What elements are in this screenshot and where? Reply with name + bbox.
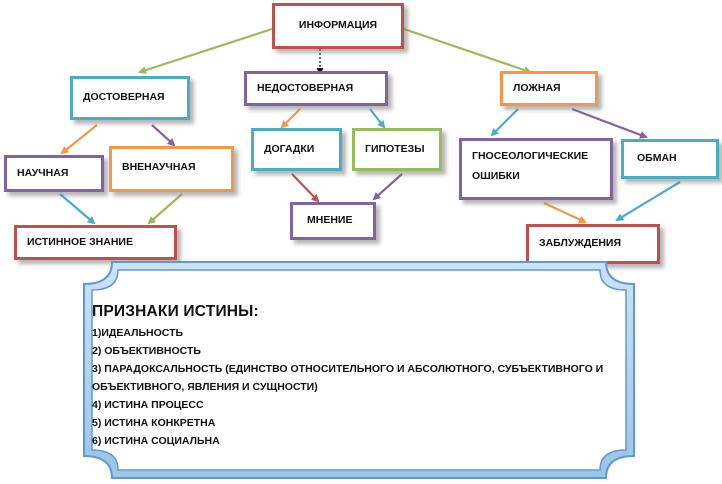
node-scientific: НАУЧНАЯ — [4, 155, 104, 192]
arrow-false-deception — [571, 107, 648, 139]
arrow-hypotheses-opinion — [372, 173, 403, 201]
arrow-information-reliable — [138, 27, 273, 74]
arrow-unreliable-hypotheses — [369, 108, 386, 129]
sign-item-4: 4) ИСТИНА ПРОЦЕСС — [92, 399, 204, 411]
node-opinion: МНЕНИЕ — [290, 202, 376, 240]
sign-item-5: 5) ИСТИНА КОНКРЕТНА — [92, 417, 216, 429]
arrow-unreliable-guesses — [280, 108, 301, 129]
node-unreliable: НЕДОСТОВЕРНАЯ — [244, 71, 388, 106]
sign-item-2: 2) ОБЪЕКТИВНОСТЬ — [92, 345, 201, 357]
node-information: ИНФОРМАЦИЯ — [272, 3, 404, 49]
arrow-nonscientific-true — [147, 193, 183, 225]
node-true-knowledge: ИСТИННОЕ ЗНАНИЕ — [14, 225, 177, 260]
node-hypotheses: ГИПОТЕЗЫ — [352, 128, 442, 171]
node-gnoseological: ГНОСЕОЛОГИЧЕСКИЕ ОШИБКИ — [459, 138, 613, 200]
node-gnoseological-label: ГНОСЕОЛОГИЧЕСКИЕ ОШИБКИ — [472, 150, 589, 182]
node-unreliable-label: НЕДОСТОВЕРНАЯ — [257, 81, 354, 94]
node-guesses: ДОГАДКИ — [251, 128, 342, 171]
node-nonscientific: ВНЕНАУЧНАЯ — [109, 146, 234, 192]
sign-item-3: 3) ПАРАДОКСАЛЬНОСТЬ (ЕДИНСТВО ОТНОСИТЕЛЬ… — [92, 363, 604, 393]
arrow-guesses-opinion — [291, 173, 320, 203]
node-scientific-label: НАУЧНАЯ — [17, 166, 69, 179]
sign-item-1: 1)ИДЕАЛЬНОСТЬ — [92, 327, 184, 339]
arrow-gnoseological-delusion — [543, 202, 587, 224]
node-guesses-label: ДОГАДКИ — [264, 142, 315, 155]
arrow-reliable-nonscientific — [151, 124, 176, 147]
node-opinion-label: МНЕНИЕ — [307, 214, 353, 227]
node-nonscientific-label: ВНЕНАУЧНАЯ — [122, 161, 196, 173]
signs-title: ПРИЗНАКИ ИСТИНЫ: — [92, 303, 259, 320]
node-reliable-label: ДОСТОВЕРНАЯ — [83, 91, 165, 104]
node-false: ЛОЖНАЯ — [500, 71, 598, 106]
arrow-scientific-true — [59, 193, 96, 225]
node-information-label: ИНФОРМАЦИЯ — [298, 19, 378, 32]
node-hypotheses-label: ГИПОТЕЗЫ — [365, 142, 425, 155]
node-reliable: ДОСТОВЕРНАЯ — [70, 76, 190, 120]
arrow-deception-delusion — [615, 181, 681, 222]
node-delusion-label: ЗАБЛУЖДЕНИЯ — [539, 237, 621, 250]
signs-content: ПРИЗНАКИ ИСТИНЫ: 1)ИДЕАЛЬНОСТЬ 2) ОБЪЕКТ… — [92, 303, 632, 450]
node-delusion: ЗАБЛУЖДЕНИЯ — [526, 224, 660, 264]
node-deception: ОБМАН — [621, 139, 719, 179]
sign-item-6: 6) ИСТИНА СОЦИАЛЬНА — [92, 435, 220, 447]
arrow-reliable-scientific — [60, 124, 98, 155]
node-true-knowledge-label: ИСТИННОЕ ЗНАНИЕ — [27, 235, 133, 248]
signs-frame-inner — [91, 269, 627, 471]
node-false-label: ЛОЖНАЯ — [513, 81, 561, 94]
arrow-information-false — [403, 27, 532, 74]
arrow-false-gnoseological — [490, 108, 519, 137]
node-deception-label: ОБМАН — [637, 152, 677, 165]
